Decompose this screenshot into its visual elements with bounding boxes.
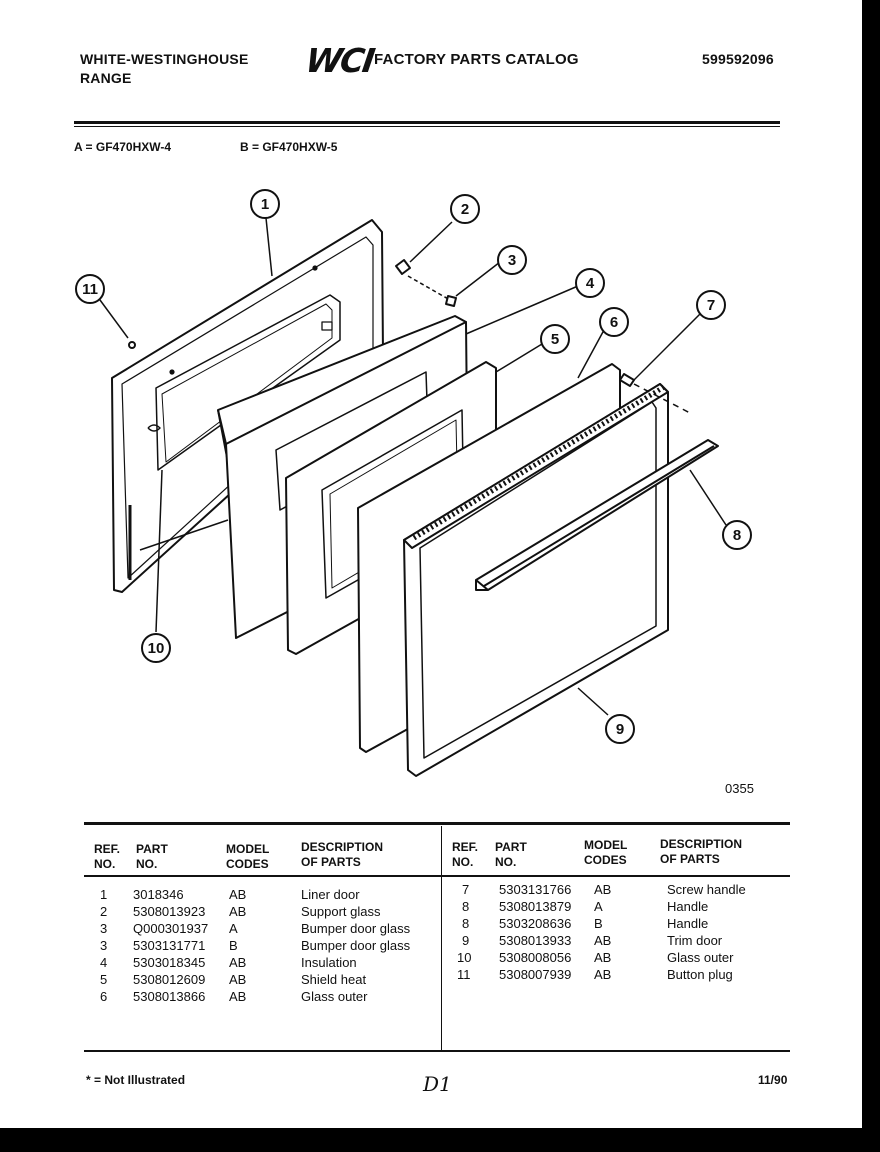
header-rule-thin [74, 126, 780, 127]
header-ref: REF.NO. [94, 842, 121, 871]
callout-11: 11 [82, 281, 98, 298]
catalog-page: WHITE-WESTINGHOUSE RANGE WCI FACTORY PAR… [0, 0, 862, 1128]
callout-3: 3 [508, 252, 516, 269]
diagram-code: 0355 [725, 781, 754, 796]
header-ref-right: REF.NO. [452, 840, 479, 869]
table-divider [441, 826, 442, 1050]
callout-10: 10 [148, 640, 165, 657]
revision-date: 11/90 [758, 1073, 788, 1087]
callout-4: 4 [586, 275, 595, 292]
callout-8: 8 [733, 527, 741, 544]
not-illustrated-note: * = Not Illustrated [86, 1073, 186, 1087]
callout-2: 2 [461, 201, 469, 218]
model-b: B = GF470HXW-5 [240, 140, 338, 154]
bumper-door-glass [445, 295, 457, 307]
model-a: A = GF470HXW-4 [74, 140, 172, 154]
catalog-title: FACTORY PARTS CATALOG [374, 51, 579, 68]
callout-1: 1 [261, 196, 269, 213]
callout-9: 9 [616, 721, 624, 738]
brand-name: WHITE-WESTINGHOUSE [80, 51, 249, 67]
callout-5: 5 [551, 331, 559, 348]
callout-7: 7 [707, 297, 715, 314]
product-type: RANGE [80, 70, 132, 86]
catalog-number: 599592096 [702, 51, 774, 67]
brand-block: WHITE-WESTINGHOUSE RANGE [80, 50, 248, 88]
button-plug [128, 341, 136, 349]
table-bottom-rule [84, 1050, 790, 1052]
callout-6: 6 [610, 314, 618, 331]
header-rule [74, 121, 780, 124]
table-header-rule [84, 875, 790, 877]
trim-door [403, 383, 669, 777]
support-glass-clip [395, 259, 411, 275]
screw-handle [619, 373, 635, 387]
exploded-door-diagram: 1 2 3 4 5 6 7 8 9 10 11 [75, 189, 752, 777]
door-handle [475, 439, 719, 591]
table-top-rule [84, 822, 790, 825]
handwritten-mark: D1 [423, 1072, 452, 1096]
